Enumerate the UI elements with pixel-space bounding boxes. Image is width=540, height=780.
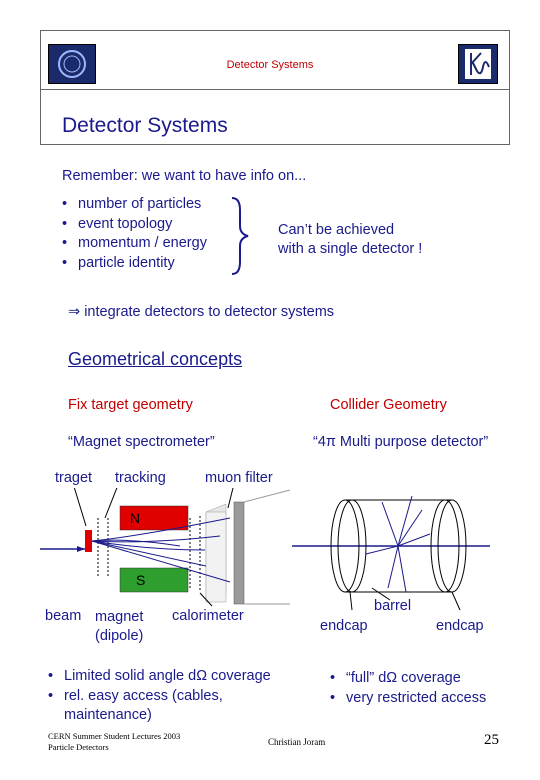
label-endcap-left: endcap [320, 618, 368, 634]
header-title: Detector Systems [226, 59, 314, 71]
implies-icon: ⇒ [68, 304, 81, 320]
footer-course-line1: CERN Summer Student Lectures 2003 [48, 731, 181, 741]
collider-point: •very restricted access [330, 689, 487, 706]
fixed-target-subheading: “Magnet spectrometer” [68, 434, 215, 450]
title-frame [40, 90, 510, 145]
collider-diagram [292, 495, 490, 611]
label-magnet: magnet (dipole) [95, 608, 143, 646]
label-target: traget [55, 470, 93, 486]
fixed-target-diagram [40, 488, 291, 607]
page-number: 25 [484, 732, 499, 748]
collider-points: •“full” dΩ coverage •very restricted acc… [330, 669, 486, 708]
needs-item: momentum / energy [62, 234, 207, 254]
collider-heading: Collider Geometry [330, 397, 447, 413]
page-title: Detector Systems [62, 114, 228, 137]
conclusion-note: Can’t be achieved with a single detector… [278, 221, 422, 259]
intro-text: we want to have info on... [141, 168, 307, 184]
footer-author: Christian Joram [268, 737, 326, 747]
collider-subheading: “4π Multi purpose detector” [313, 434, 489, 450]
label-magnet-line2: (dipole) [95, 628, 144, 644]
label-endcap-right: endcap [436, 618, 484, 634]
calorimeter-block [205, 511, 227, 603]
collider-point: •“full” dΩ coverage [330, 670, 461, 686]
magnet-south [119, 567, 189, 593]
label-barrel: barrel [374, 598, 412, 614]
intro-label: Remember: [62, 168, 138, 184]
conclusion-line2: with a single detector ! [278, 241, 423, 257]
fixed-target-point: •rel. easy access (cables, [48, 687, 223, 704]
intro-line: Remember: we want to have info on... [62, 168, 306, 184]
muon-filter-block [233, 501, 245, 605]
target-block [85, 530, 92, 552]
needs-item: number of particles [62, 195, 207, 215]
label-muon-filter: muon filter [205, 470, 273, 486]
label-calorimeter: calorimeter [172, 608, 244, 624]
fixed-target-heading: Fix target geometry [68, 397, 193, 413]
footer-course-line2: Particle Detectors [48, 742, 109, 752]
lecture-logo [458, 44, 498, 84]
footer-course: CERN Summer Student Lectures 2003 Partic… [48, 731, 180, 753]
fixed-target-point: maintenance) [64, 707, 152, 723]
integrate-line: ⇒ integrate detectors to detector system… [68, 304, 334, 320]
label-beam: beam [45, 608, 82, 624]
brace-icon [231, 197, 249, 275]
pole-north-label: N [130, 510, 141, 526]
fixed-target-points: •Limited solid angle dΩ coverage •rel. e… [48, 667, 271, 726]
needs-item: particle identity [62, 254, 207, 274]
cern-logo [48, 44, 96, 84]
label-magnet-line1: magnet [95, 609, 144, 625]
integrate-text: integrate detectors to detector systems [84, 304, 335, 320]
pole-south-label: S [136, 572, 146, 588]
magnet-north [119, 505, 189, 531]
fixed-target-point: •Limited solid angle dΩ coverage [48, 668, 271, 684]
header-frame [40, 30, 510, 90]
needs-item: event topology [62, 215, 207, 235]
needs-list: number of particles event topology momen… [62, 195, 207, 273]
section-title: Geometrical concepts [68, 349, 243, 369]
label-tracking: tracking [115, 470, 166, 486]
conclusion-line1: Can’t be achieved [278, 222, 395, 238]
beam-arrowhead [77, 546, 85, 552]
